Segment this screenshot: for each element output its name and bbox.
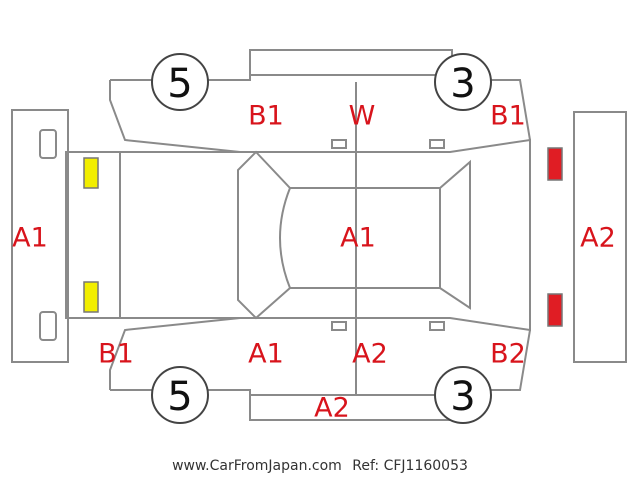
left-door-handle-rear [429, 139, 445, 149]
front-bumper-slot-bottom [39, 311, 57, 341]
code-rear-bumper: A2 [580, 223, 616, 254]
code-roof: A1 [340, 223, 376, 254]
code-rear-left-door: W [349, 101, 376, 132]
left-front-fender [109, 80, 241, 153]
left-door-handle-front [331, 139, 347, 149]
front-right-tire-grade: 5 [167, 374, 192, 420]
right-door-handle-rear [429, 321, 445, 331]
rear-left-tire-grade: 3 [450, 61, 475, 107]
rear-right-tire-grade: 3 [450, 374, 475, 420]
rear-left-tire [434, 53, 492, 111]
code-front-right-fender: B1 [98, 339, 134, 370]
windshield-curve [279, 187, 291, 289]
headlight-left [83, 157, 99, 189]
front-right-tire [151, 366, 209, 424]
front-bumper-slot-top [39, 129, 57, 159]
right-door-handle-front [331, 321, 347, 331]
code-front-left-door: B1 [248, 101, 284, 132]
taillight-left [547, 147, 563, 181]
body-outline [65, 138, 531, 332]
code-front-bumper: A1 [12, 223, 48, 254]
rear-right-tire [434, 366, 492, 424]
code-rear-left-quarter: B1 [490, 101, 526, 132]
front-bumper-shape [11, 109, 69, 363]
right-front-fender [109, 317, 241, 390]
footer-ref: Ref: CFJ1160053 [352, 458, 468, 474]
front-left-tire [151, 53, 209, 111]
front-left-tire-grade: 5 [167, 61, 192, 107]
car-outline [11, 49, 627, 421]
headlight-right [83, 281, 99, 313]
code-rear-right-door: A2 [352, 339, 388, 370]
left-side-profile [110, 49, 531, 141]
footer: www.CarFromJapan.com Ref: CFJ1160053 [0, 458, 640, 474]
code-rear-right-quarter: B2 [490, 339, 526, 370]
code-front-right-door: A1 [248, 339, 284, 370]
footer-site: www.CarFromJapan.com [172, 458, 342, 474]
code-right-sill: A2 [314, 393, 350, 424]
rear-bumper-shape [573, 111, 627, 363]
taillight-right [547, 293, 563, 327]
